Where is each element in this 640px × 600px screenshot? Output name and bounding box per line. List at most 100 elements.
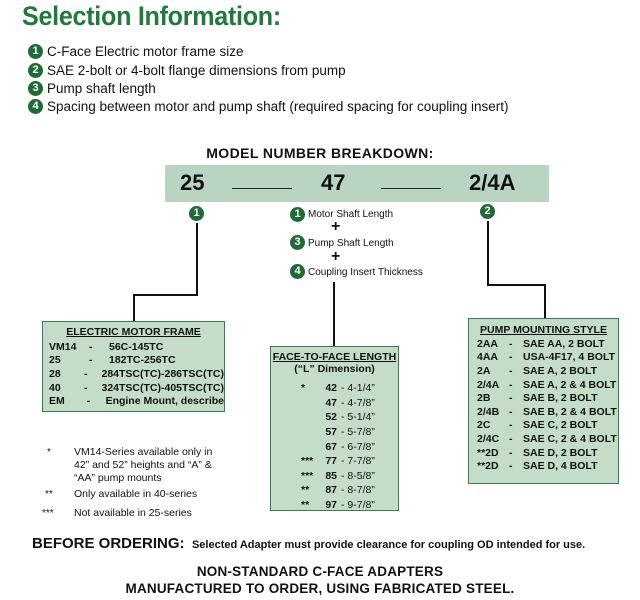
mount-description: USA-4F17, 4 BOLT: [523, 351, 615, 364]
length-code: 42: [325, 382, 337, 395]
table-row: 2AA-SAE AA, 2 BOLT: [477, 337, 618, 351]
marker-3-icon: 3: [290, 235, 305, 250]
frame-code: 25: [49, 354, 61, 367]
availability-marker: ***: [301, 469, 314, 482]
note-text: Only available in 40-series: [74, 488, 198, 500]
row-dash: -: [509, 378, 513, 391]
box-title: PUMP MOUNTING STYLE: [480, 324, 607, 336]
intro-text: SAE 2-bolt or 4-bolt flange dimensions f…: [47, 62, 346, 78]
box-subtitle: (“L” Dimension): [294, 363, 375, 375]
length-code: 87: [325, 484, 337, 497]
table-row: 25-182TC-256TC: [49, 354, 224, 368]
table-row: 2B-SAE B, 2 BOLT: [477, 391, 618, 405]
model-segment-motor: 25: [180, 170, 205, 195]
face-to-face-box: FACE-TO-FACE LENGTH (“L” Dimension) *42-…: [270, 346, 399, 511]
box-title: FACE-TO-FACE LENGTH: [272, 351, 397, 363]
number-4-icon: 4: [28, 98, 43, 114]
table-row: 40-324TSC(TC)-405TSC(TC): [49, 381, 224, 395]
marker-1-icon: 1: [189, 206, 204, 221]
table-row: **2D-SAE D, 4 BOLT: [477, 459, 618, 473]
length-code: 97: [325, 499, 337, 512]
connector-line: [196, 223, 198, 295]
mount-code: 2/4A: [477, 378, 500, 391]
model-blank-1: [232, 188, 292, 189]
plus-sign: +: [331, 218, 341, 235]
row-dash: -: [86, 395, 91, 408]
frame-description: Engine Mount, describe: [105, 395, 224, 408]
marker-2-icon: 2: [480, 204, 495, 219]
note-marker: **: [45, 489, 53, 500]
page-title: Selection Information:: [22, 1, 281, 31]
footer-line-2: MANUFACTURED TO ORDER, USING FABRICATED …: [125, 581, 515, 596]
note-single-star: * VM14-Series available only in 42” and …: [47, 446, 217, 485]
row-dash: -: [509, 337, 513, 350]
number-2-icon: 2: [28, 62, 43, 78]
row-dash: -: [83, 381, 88, 394]
note-double-star: ** Only available in 40-series: [45, 488, 225, 501]
table-row: 2C-SAE C, 2 BOLT: [477, 419, 618, 433]
mount-code: **2D: [477, 446, 499, 459]
length-value: - 5-7/8”: [341, 426, 375, 439]
marker-4-icon: 4: [290, 264, 305, 279]
mount-description: SAE A, 2 BOLT: [523, 364, 598, 377]
box-title: ELECTRIC MOTOR FRAME: [66, 326, 201, 338]
row-dash: -: [509, 392, 513, 405]
length-code: 67: [325, 440, 337, 453]
pump-shaft-length-label: Pump Shaft Length: [308, 238, 394, 249]
length-code: 85: [325, 469, 337, 482]
mount-description: SAE D, 4 BOLT: [523, 460, 598, 473]
mount-code: 2AA: [477, 337, 499, 350]
mount-description: SAE D, 2 BOLT: [523, 446, 598, 459]
note-marker: *: [47, 447, 51, 458]
connector-line: [487, 221, 489, 285]
length-code: 52: [325, 411, 337, 424]
table-row: 2/4B-SAE B, 2 & 4 BOLT: [477, 405, 618, 419]
frame-code: 40: [49, 381, 61, 394]
row-dash: -: [509, 351, 513, 364]
availability-marker: **: [301, 484, 310, 497]
frame-code: 28: [49, 367, 61, 380]
row-dash: -: [509, 432, 513, 445]
row-dash: -: [509, 364, 513, 377]
table-row: 67- 6-7/8”: [271, 439, 398, 454]
table-row: 4AA-USA-4F17, 4 BOLT: [477, 351, 618, 365]
availability-marker: ***: [301, 455, 314, 468]
length-code: 47: [325, 396, 337, 409]
table-row: 2A -SAE A, 2 BOLT: [477, 364, 618, 378]
note-text: VM14-Series available only in 42” and 52…: [74, 446, 213, 484]
availability-marker: *: [301, 382, 306, 395]
frame-description: 56C-145TC: [109, 340, 164, 353]
table-row: ** 97 - 9-7/8”: [271, 498, 398, 513]
length-value: - 4-1/4”: [341, 382, 375, 395]
connector-line: [487, 284, 545, 286]
row-dash: -: [509, 419, 513, 432]
row-dash: -: [509, 460, 513, 473]
mount-description: SAE B, 2 & 4 BOLT: [523, 405, 617, 418]
number-3-icon: 3: [28, 80, 43, 96]
row-dash: -: [83, 367, 88, 380]
table-row: 47 - 4-7/8”: [271, 396, 398, 411]
coupling-insert-thickness-label: Coupling Insert Thickness: [308, 267, 423, 278]
mount-code: 2A: [477, 364, 491, 377]
row-dash: -: [509, 405, 513, 418]
before-ordering-text: Selected Adapter must provide clearance …: [191, 539, 586, 551]
availability-marker: **: [301, 499, 310, 512]
table-row: 52- 5-1/4”: [271, 410, 398, 425]
table-row: 2/4A-SAE A, 2 & 4 BOLT: [477, 378, 618, 392]
note-triple-star: *** Not available in 25-series: [42, 507, 222, 520]
mount-description: SAE AA, 2 BOLT: [523, 337, 605, 350]
note-text: Not available in 25-series: [74, 507, 192, 519]
table-row: ***85- 8-5/8”: [271, 469, 398, 484]
model-segment-pump: 2/4A: [469, 170, 516, 195]
length-value: - 9-7/8”: [341, 499, 375, 512]
intro-text: C-Face Electric motor frame size: [47, 43, 244, 59]
mount-code: 2/4B: [477, 405, 500, 418]
intro-text: Pump shaft length: [47, 80, 156, 96]
table-row: ** 87 - 8-7/8”: [271, 483, 398, 498]
length-value: - 8-7/8”: [341, 484, 375, 497]
breakdown-heading: MODEL NUMBER BREAKDOWN:: [206, 145, 434, 161]
table-row: 28-284TSC(TC)-286TSC(TC): [49, 367, 224, 381]
length-value: - 4-7/8”: [341, 396, 375, 409]
